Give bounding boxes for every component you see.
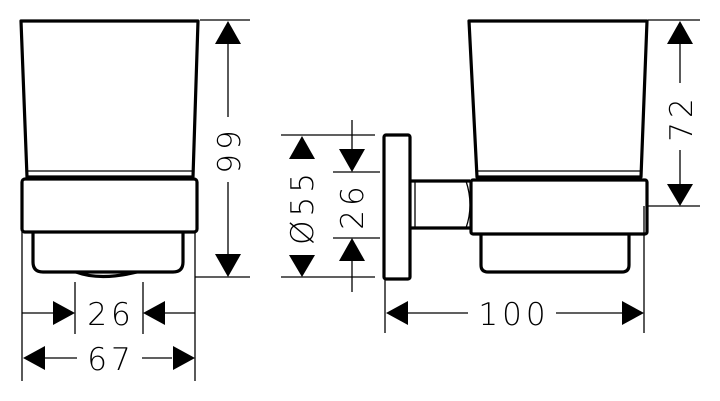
- arrow-up-icon: [667, 21, 693, 44]
- dimension-label-99: 99: [212, 126, 248, 173]
- front-base-bump: [75, 270, 138, 279]
- dimension-label-diameter-55: Ø55: [285, 169, 321, 245]
- arrow-up-icon: [339, 238, 365, 261]
- dimension-label-26-front: 26: [87, 297, 134, 333]
- side-view: [382, 19, 649, 281]
- arrow-right-icon: [622, 301, 644, 325]
- side-cup-glass: [467, 19, 649, 179]
- arrow-down-icon: [667, 184, 693, 206]
- dimension-26-front: 26: [21, 232, 196, 381]
- dimension-label-100: 100: [478, 297, 549, 333]
- dimension-100: 100: [384, 206, 645, 333]
- side-holder-ring: [469, 178, 649, 236]
- wall-plate: [382, 133, 412, 281]
- dimension-72: 72: [648, 19, 700, 207]
- dimension-99: 99: [195, 19, 250, 278]
- arrow-left-icon: [386, 301, 408, 325]
- arrow-right-icon: [173, 346, 195, 370]
- arrow-down-icon: [215, 254, 241, 277]
- support-rod: [410, 179, 470, 230]
- arrow-right-icon: [53, 301, 75, 325]
- dimension-diameter-55: Ø55: [281, 134, 375, 278]
- front-cup-glass: [19, 19, 200, 179]
- dimension-67: 67: [23, 342, 195, 378]
- front-view: [19, 19, 200, 279]
- arrow-left-icon: [23, 346, 45, 370]
- side-holder-base: [479, 235, 631, 274]
- dimension-label-72: 72: [664, 94, 700, 141]
- front-holder-base: [31, 233, 185, 274]
- dimension-label-67: 67: [87, 342, 134, 378]
- arrow-down-icon: [289, 255, 315, 277]
- arrow-down-icon: [339, 149, 365, 172]
- front-holder-ring: [20, 177, 199, 234]
- dimension-26-side: 26: [333, 120, 380, 292]
- arrow-up-icon: [215, 21, 241, 44]
- arrow-up-icon: [289, 136, 315, 159]
- dimension-label-26-side: 26: [335, 182, 371, 229]
- arrow-left-icon: [143, 301, 165, 325]
